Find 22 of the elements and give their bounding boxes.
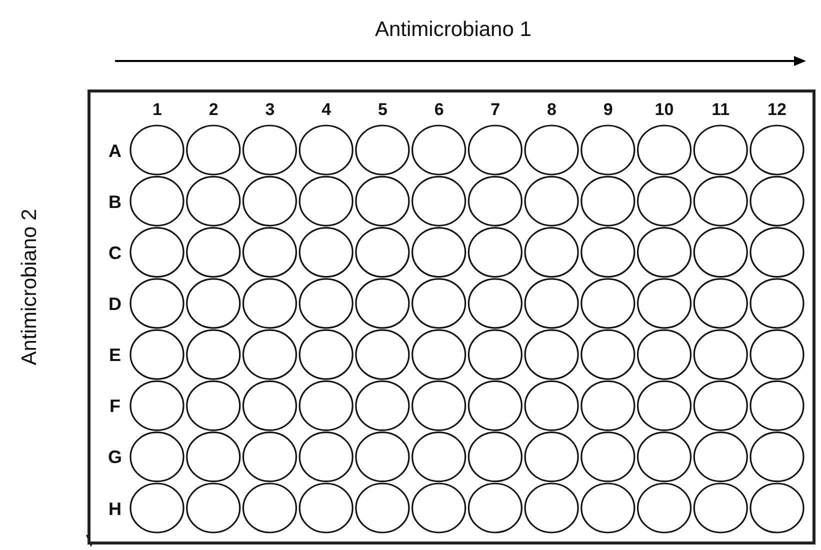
column-number: 12 [768,100,786,120]
column-number: 5 [378,100,388,120]
column-number: 11 [712,100,730,120]
row-letter: G [108,447,122,468]
row-letter: D [108,294,122,315]
column-number: 7 [490,100,500,120]
row-letter: B [108,192,122,213]
column-number: 8 [547,100,556,120]
row-letter: C [108,242,122,264]
column-number: 3 [265,100,275,120]
row-letter: A [108,140,122,162]
column-number: 10 [654,100,674,120]
axis-title: Antimicrobiano 1 [375,18,532,42]
column-number: 6 [434,100,444,120]
column-number: 1 [152,100,162,120]
column-number: 9 [603,100,613,120]
column-number: 4 [322,100,332,120]
row-letter: E [109,345,122,366]
row-letter: F [110,396,120,418]
column-number: 2 [208,100,218,120]
axis-title: Antimicrobiano 2 [18,208,42,366]
row-letter: H [108,498,122,520]
